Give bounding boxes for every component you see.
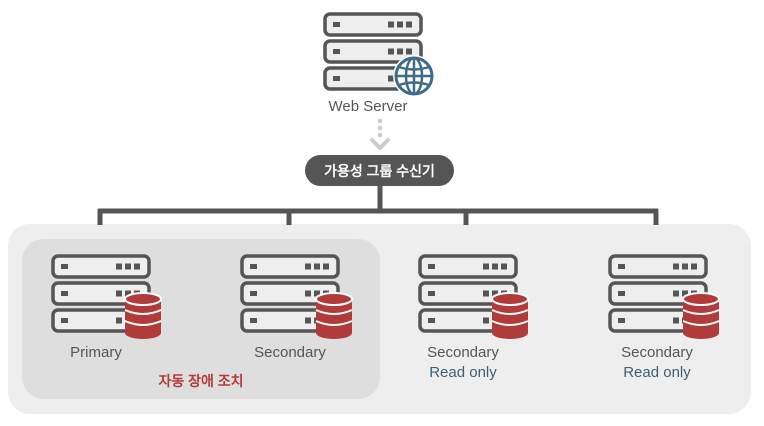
node-role-label: Secondary	[427, 344, 499, 361]
arrow-down-icon	[370, 118, 390, 150]
node-role-label: Primary	[70, 344, 122, 361]
connector-lines	[97, 186, 659, 225]
database-icon	[491, 292, 529, 340]
web-server: Web Server	[325, 14, 435, 115]
database-icon	[682, 292, 720, 340]
node-primary: Primary	[53, 256, 162, 361]
globe-icon	[393, 55, 435, 97]
database-icon	[124, 292, 162, 340]
listener-label: 가용성 그룹 수신기	[324, 163, 435, 179]
node-secondary-3: Secondary Read only	[610, 256, 720, 381]
node-role-label: Secondary	[254, 344, 326, 361]
listener-badge: 가용성 그룹 수신기	[305, 155, 454, 186]
node-role-label: Secondary	[621, 344, 693, 361]
database-icon	[315, 292, 353, 340]
read-only-label: Read only	[429, 364, 497, 381]
failover-panel	[22, 239, 380, 399]
web-server-label: Web Server	[329, 98, 408, 115]
failover-label: 자동 장애 조치	[158, 373, 243, 389]
node-secondary-1: Secondary	[242, 256, 353, 361]
read-only-label: Read only	[623, 364, 691, 381]
node-secondary-2: Secondary Read only	[420, 256, 529, 381]
